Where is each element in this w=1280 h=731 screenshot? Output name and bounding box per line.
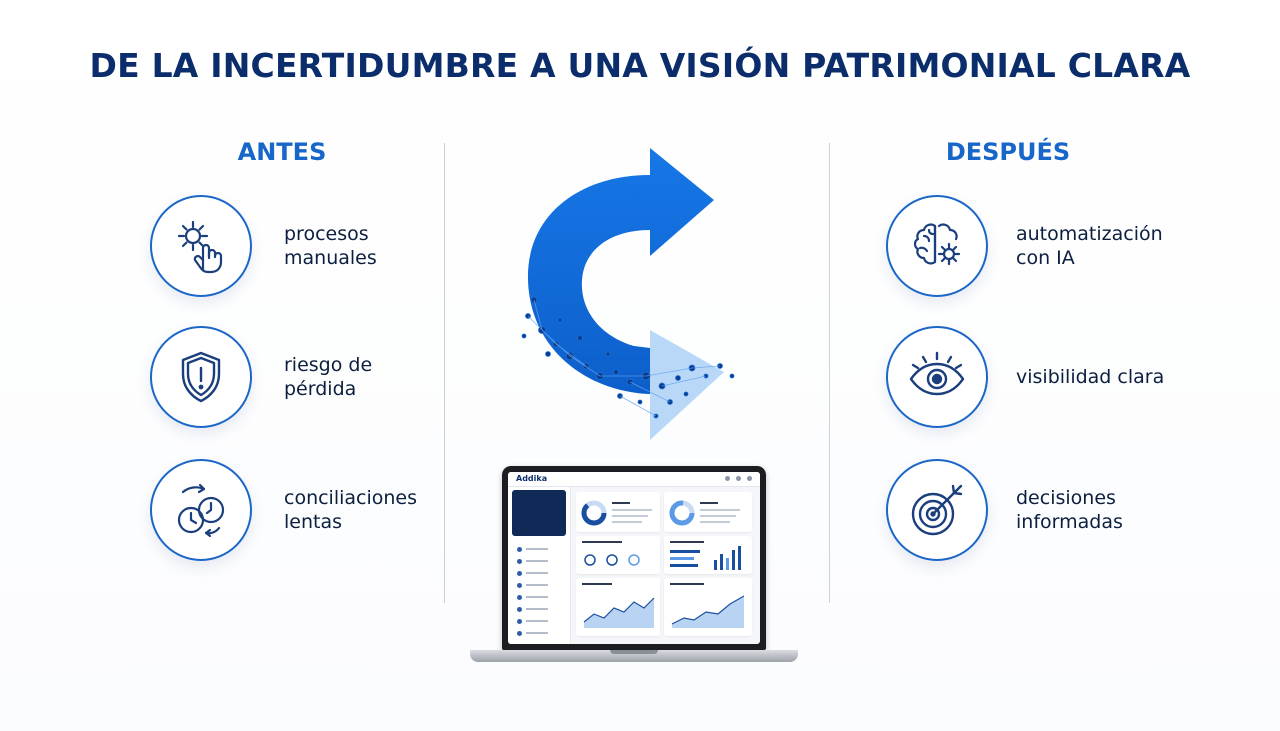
sidebar-item	[517, 546, 548, 552]
laptop-screen: Addika	[502, 466, 766, 650]
sidebar-item	[517, 606, 548, 612]
target-arrow-icon	[911, 484, 963, 536]
after-item-label: automatización con IA	[1016, 223, 1163, 269]
area-panel	[576, 578, 660, 636]
donut-panel	[664, 492, 752, 532]
after-item-ai-automation: automatización con IA	[886, 195, 1176, 297]
laptop-base	[470, 650, 798, 662]
dashboard-screen: Addika	[508, 472, 760, 644]
before-item-loss-risk: riesgo de pérdida	[150, 326, 434, 428]
after-item-clear-visibility: visibilidad clara	[886, 326, 1176, 428]
notification-icon	[725, 476, 730, 481]
after-icon-circle	[886, 459, 988, 561]
after-icon-circle	[886, 326, 988, 428]
sidebar-item	[517, 594, 548, 600]
after-icon-circle	[886, 195, 988, 297]
kpi-panel	[576, 536, 660, 574]
app-top-icons	[725, 476, 752, 481]
after-item-informed-decisions: decisiones informadas	[886, 459, 1176, 561]
laptop-notch	[610, 650, 658, 654]
page-title: DE LA INCERTIDUMBRE A UNA VISIÓN PATRIMO…	[89, 46, 1191, 85]
gear-hand-icon	[177, 220, 223, 274]
donut-chart-icon	[669, 500, 740, 526]
shield-alert-icon	[181, 351, 221, 403]
transformation-arrow	[500, 140, 760, 450]
before-icon-circle	[150, 459, 252, 561]
after-item-label: visibilidad clara	[1016, 366, 1165, 388]
brain-gear-icon	[913, 223, 961, 266]
after-item-label: decisiones informadas	[1016, 487, 1123, 533]
before-icon-circle	[150, 195, 252, 297]
app-sidebar	[508, 487, 571, 644]
before-item-slow-reconciliation: conciliaciones lentas	[150, 459, 434, 561]
sidebar-item	[517, 558, 548, 564]
before-icon-circle	[150, 326, 252, 428]
area-chart-icon	[582, 583, 655, 628]
kpi-icons	[582, 541, 640, 566]
right-divider	[829, 143, 830, 603]
app-logo: Addika	[516, 474, 548, 483]
area-panel	[664, 578, 752, 636]
eye-icon	[909, 351, 965, 396]
donut-panel	[576, 492, 660, 532]
sidebar-summary-card	[512, 490, 566, 536]
bar-panel	[664, 536, 752, 574]
after-heading: DESPUÉS	[945, 138, 1071, 166]
left-divider	[444, 143, 445, 603]
sidebar-item	[517, 618, 548, 624]
curved-arrow-icon	[521, 148, 735, 440]
bar-chart-icon	[670, 541, 741, 570]
donut-chart-icon	[581, 500, 652, 526]
before-heading: ANTES	[237, 138, 327, 166]
app-top-bar: Addika	[508, 472, 760, 487]
clock-arrows-icon	[177, 483, 225, 538]
before-item-label: conciliaciones lentas	[284, 487, 418, 533]
before-item-manual-processes: procesos manuales	[150, 195, 434, 297]
area-chart-icon	[670, 583, 745, 628]
before-item-label: riesgo de pérdida	[284, 354, 373, 400]
sidebar-item	[517, 582, 548, 588]
laptop-dashboard: Addika	[470, 466, 798, 666]
avatar	[747, 476, 752, 481]
settings-icon	[736, 476, 741, 481]
sidebar-item	[517, 570, 548, 576]
before-item-label: procesos manuales	[284, 223, 377, 269]
sidebar-item	[517, 630, 548, 636]
